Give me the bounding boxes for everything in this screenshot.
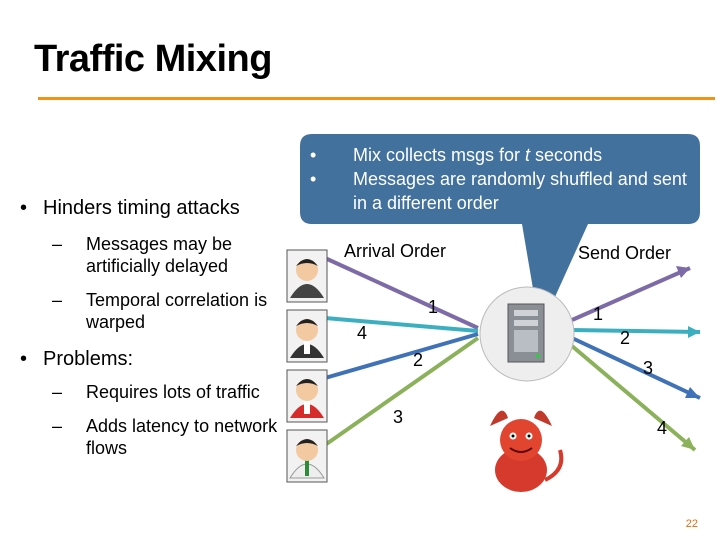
sub-bullet-text: Requires lots of traffic	[86, 382, 260, 402]
arrow-send-1	[571, 266, 691, 322]
arrival-number: 1	[428, 297, 439, 317]
send-number: 1	[593, 304, 604, 324]
sub-bullet-text: Temporal correlation is warped	[86, 290, 268, 332]
send-number: 2	[620, 328, 631, 348]
arrival-number: 2	[413, 350, 424, 370]
callout-text: Messages are randomly shuffled and sent …	[353, 169, 687, 213]
sub-bullet-text: Messages may be artificially delayed	[86, 234, 233, 276]
user-icon	[286, 429, 328, 483]
arrival-order-label: Arrival Order	[344, 241, 447, 261]
arrow-arrival-2	[324, 316, 479, 333]
server-icon	[507, 303, 545, 363]
title-divider	[38, 97, 715, 100]
callout: • Mix collects msgs for t seconds • Mess…	[300, 134, 700, 224]
page-number: 22	[685, 518, 698, 530]
arrival-number: 3	[393, 407, 404, 427]
user-icon	[286, 249, 328, 303]
sub-bullet-text: Adds latency to network flows	[86, 416, 278, 458]
bullet-text: Hinders timing attacks	[43, 197, 240, 219]
arrow-send-3	[571, 336, 701, 400]
send-order-label: Send Order	[578, 243, 672, 263]
arrow-arrival-4	[323, 336, 480, 447]
arrow-send-4	[570, 344, 697, 452]
send-number: 4	[657, 418, 668, 438]
user-icon	[286, 369, 328, 423]
send-number: 3	[643, 358, 654, 378]
devil-icon	[490, 410, 564, 492]
callout-text: Mix collects msgs for t seconds	[353, 145, 603, 165]
arrow-send-2	[571, 328, 701, 334]
callout-bubble	[300, 134, 700, 330]
user-icon	[286, 309, 328, 363]
bullet-text: Problems:	[43, 348, 134, 370]
arrival-number: 4	[357, 323, 368, 343]
arrow-arrival-1	[324, 256, 479, 330]
slide-title: Traffic Mixing	[34, 38, 272, 80]
arrow-arrival-3	[324, 332, 479, 380]
